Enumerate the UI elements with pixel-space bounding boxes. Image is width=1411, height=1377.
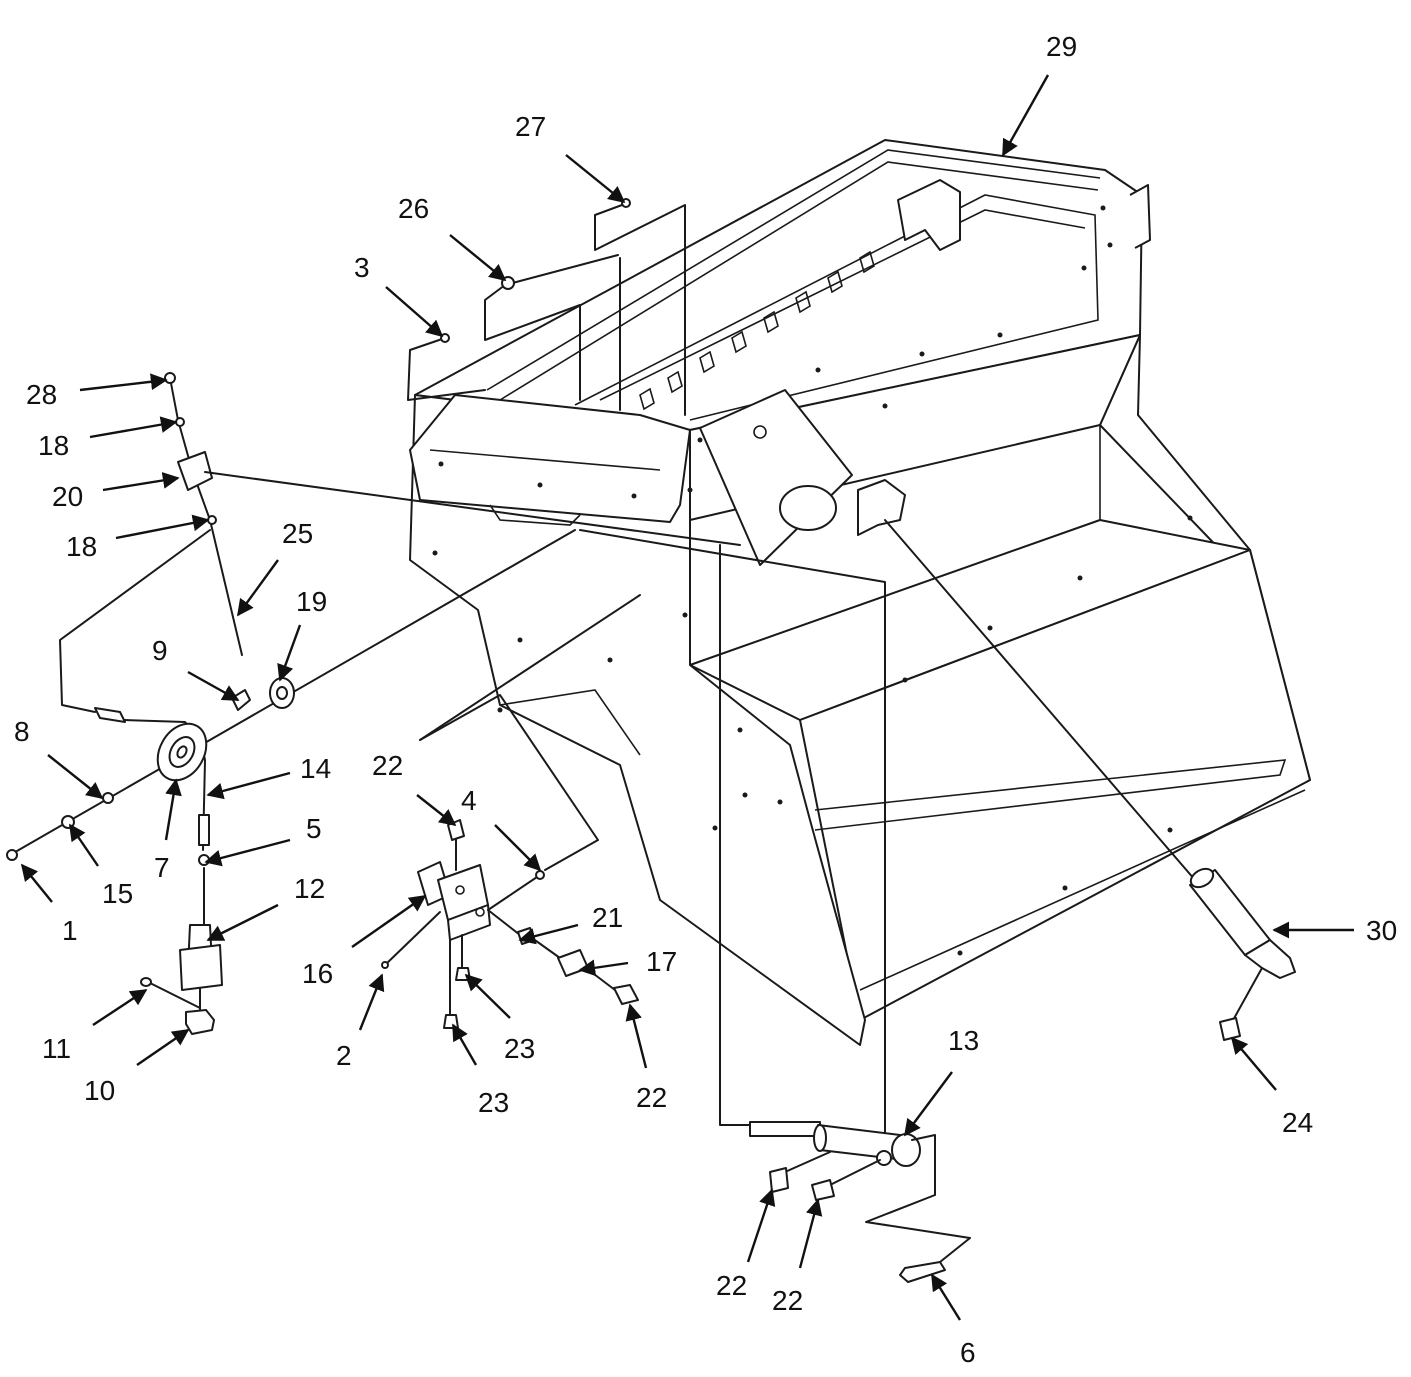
frame-assembly [409,139,1311,1046]
callout-19: 19 [296,586,327,617]
callout-27: 27 [515,111,546,142]
callout-28: 28 [26,379,57,410]
callout-12: 12 [294,873,325,904]
callout-22b: 22 [636,1082,667,1113]
callout-25: 25 [282,518,313,549]
callout-labels: 29 27 26 3 28 18 20 18 25 19 9 8 14 22 4… [14,31,1397,1368]
linkage-assembly [6,198,1296,1283]
callout-1: 1 [62,915,78,946]
callout-6: 6 [960,1337,976,1368]
callout-5: 5 [306,813,322,844]
callout-2: 2 [336,1040,352,1071]
callout-29: 29 [1046,31,1077,62]
callout-22d: 22 [772,1285,803,1316]
callout-22a: 22 [372,750,403,781]
trough-slots [639,250,875,411]
callout-15: 15 [102,878,133,909]
valve-assembly [381,819,639,1029]
callout-22c: 22 [716,1270,747,1301]
callout-8: 8 [14,716,30,747]
callout-18a: 18 [38,430,69,461]
callout-11: 11 [42,1033,71,1064]
callout-4: 4 [461,785,477,816]
callout-16: 16 [302,958,333,989]
frame-holes [432,205,1193,956]
cylinder-30 [884,519,1296,1041]
callout-3: 3 [354,252,370,283]
callout-30: 30 [1366,915,1397,946]
callout-7: 7 [154,852,170,883]
callout-18b: 18 [66,531,97,562]
callout-26: 26 [398,193,429,224]
pulley-7 [156,722,208,782]
callout-24: 24 [1282,1107,1313,1138]
callout-20: 20 [52,481,83,512]
callout-9: 9 [152,635,168,666]
callout-10: 10 [84,1075,115,1106]
cylinder-13 [749,1121,971,1283]
callout-leaders [20,74,1354,1321]
callout-14: 14 [300,753,331,784]
callout-21: 21 [592,902,623,933]
callout-23b: 23 [478,1087,509,1118]
callout-17: 17 [646,946,677,977]
callout-23a: 23 [504,1033,535,1064]
callout-13: 13 [948,1025,979,1056]
